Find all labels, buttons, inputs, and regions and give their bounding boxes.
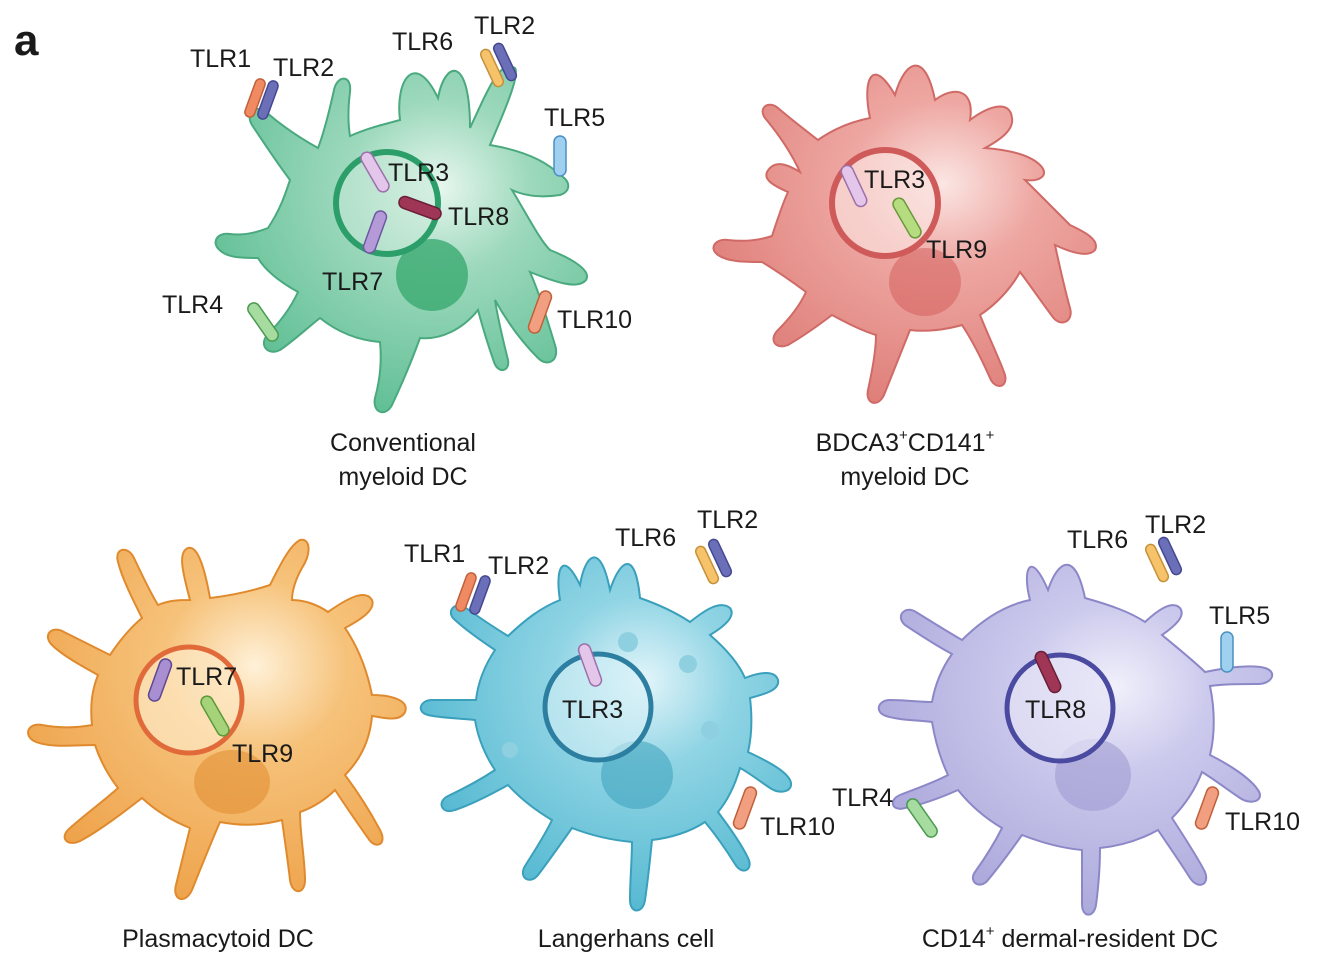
receptor-tlr7-c3 (147, 658, 173, 702)
receptor-tlr10-c5 (1194, 786, 1220, 830)
endosome-conventional (333, 149, 441, 257)
endosome-cd14 (1004, 652, 1116, 764)
label-tlr6: TLR6 (1067, 526, 1128, 554)
receptor-tlr5-c1 (553, 135, 567, 177)
caption-conventional-line2: myeloid DC (338, 463, 467, 491)
receptor-tlr4-c1 (247, 302, 279, 342)
caption-conventional-line1: Conventional (330, 429, 476, 457)
label-tlr3: TLR3 (864, 166, 925, 194)
label-tlr8: TLR8 (1025, 696, 1086, 724)
label-tlr5: TLR5 (1209, 602, 1270, 630)
caption-bdca3-line2: myeloid DC (840, 463, 969, 491)
granule-3 (701, 721, 719, 739)
receptor-tlr3-c1 (360, 151, 390, 193)
receptor-tlr9-c3 (200, 695, 230, 737)
cell-cd14-dermal-resident-dc (877, 563, 1274, 916)
label-tlr1: TLR1 (190, 45, 251, 73)
receptor-tlr2-c1 (257, 80, 279, 120)
nucleus-plasmacytoid (194, 750, 270, 814)
receptor-tlr4-c5 (906, 798, 938, 838)
caption-langerhans: Langerhans cell (538, 925, 715, 953)
receptor-tlr9-c2 (892, 197, 922, 239)
receptor-tlr1-c1 (244, 78, 266, 118)
label-tlr4: TLR4 (832, 784, 893, 812)
label-tlr6: TLR6 (392, 28, 453, 56)
receptor-tlr2-c4 (469, 575, 491, 615)
receptor-tlr3-c4 (577, 643, 603, 687)
caption-plasmacytoid: Plasmacytoid DC (122, 925, 314, 953)
receptor-tlr2-c5 (1157, 536, 1183, 576)
granule-2 (679, 655, 697, 673)
receptor-tlr10-c4 (732, 786, 758, 830)
label-tlr2: TLR2 (488, 552, 549, 580)
nucleus-conventional (396, 239, 468, 311)
receptor-tlr2b-c1 (492, 42, 518, 82)
granule-1 (618, 632, 638, 652)
panel-label: a (14, 16, 39, 65)
cell-bdca3-cd141-myeloid-dc (712, 64, 1097, 404)
granule-4 (502, 742, 518, 758)
receptor-tlr5-c5 (1220, 631, 1234, 673)
receptor-tlr7-c1 (362, 210, 388, 254)
label-tlr6: TLR6 (615, 524, 676, 552)
label-tlr10: TLR10 (1225, 808, 1300, 836)
label-tlr7: TLR7 (322, 268, 383, 296)
receptor-tlr10-c1 (527, 290, 553, 334)
cell-langerhans (419, 556, 793, 912)
label-tlr8: TLR8 (448, 203, 509, 231)
receptor-tlr8-c1 (398, 195, 442, 221)
endosome-langerhans (542, 651, 654, 763)
label-tlr2: TLR2 (273, 54, 334, 82)
label-tlr10: TLR10 (557, 306, 632, 334)
receptors (147, 42, 1234, 838)
receptor-tlr3-c2 (840, 164, 868, 208)
receptor-tlr2b-c4 (707, 538, 733, 578)
label-tlr2: TLR2 (474, 12, 535, 40)
caption-bdca3-line1: BDCA3+CD141+ (816, 427, 995, 457)
label-tlr9: TLR9 (926, 236, 987, 264)
label-tlr10: TLR10 (760, 813, 835, 841)
receptor-tlr6-c1 (479, 48, 505, 88)
nucleus-bdca3 (889, 248, 961, 316)
label-tlr4: TLR4 (162, 291, 223, 319)
label-tlr9: TLR9 (232, 740, 293, 768)
receptor-tlr8-c5 (1034, 650, 1062, 694)
receptor-tlr6-c5 (1144, 543, 1170, 583)
label-tlr3: TLR3 (562, 696, 623, 724)
label-tlr3: TLR3 (388, 159, 449, 187)
label-tlr1: TLR1 (404, 540, 465, 568)
label-tlr2: TLR2 (1145, 511, 1206, 539)
cell-conventional-myeloid-dc (214, 65, 588, 414)
receptor-tlr6-c4 (694, 545, 720, 585)
label-tlr7: TLR7 (176, 663, 237, 691)
caption-cd14: CD14+ dermal-resident DC (922, 923, 1218, 953)
label-tlr5: TLR5 (544, 104, 605, 132)
label-tlr2: TLR2 (697, 506, 758, 534)
receptor-tlr1-c4 (455, 572, 477, 612)
